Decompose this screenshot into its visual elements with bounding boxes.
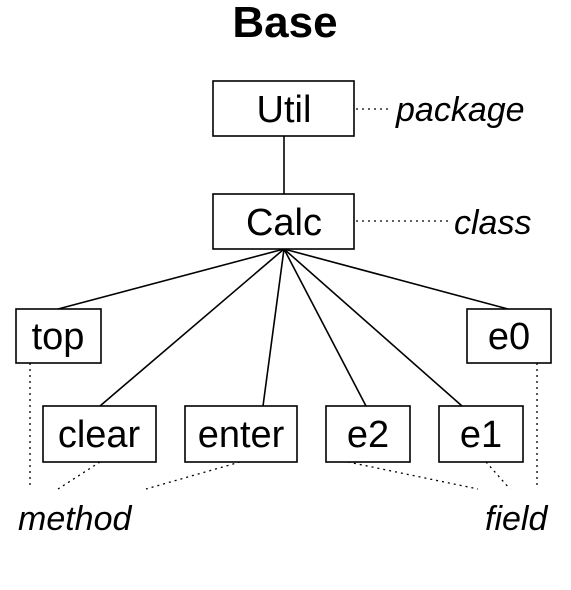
annotation-method: method — [18, 500, 132, 538]
node-clear: clear — [42, 405, 157, 463]
edge-calc-e1 — [283, 248, 463, 407]
node-calc-label: Calc — [246, 202, 322, 244]
edge-calc-enter — [262, 248, 285, 407]
node-top-label: top — [32, 316, 85, 358]
annotation-class: class — [454, 204, 531, 242]
node-e1: e1 — [438, 405, 524, 463]
connector-method-clear — [57, 461, 101, 490]
edge-calc-e0 — [283, 248, 509, 310]
node-enter-label: enter — [198, 414, 285, 456]
node-e2: e2 — [325, 405, 411, 463]
node-calc: Calc — [212, 193, 355, 250]
node-e1-label: e1 — [460, 414, 502, 456]
node-e2-label: e2 — [347, 414, 389, 456]
annotation-field: field — [485, 500, 548, 538]
edge-calc-top — [57, 248, 285, 310]
node-enter: enter — [184, 405, 298, 463]
node-e0: e0 — [466, 308, 552, 364]
connector-field-e1 — [485, 461, 511, 490]
diagram-title: Base — [232, 0, 337, 47]
node-util-label: Util — [257, 89, 312, 131]
connector-field-e2 — [347, 461, 479, 490]
node-top: top — [15, 308, 102, 364]
node-clear-label: clear — [58, 414, 141, 456]
annotation-package: package — [395, 91, 525, 129]
connector-method-enter — [145, 461, 241, 490]
node-util: Util — [212, 80, 355, 137]
edge-calc-e2 — [283, 248, 367, 407]
edge-calc-clear — [99, 248, 285, 407]
node-e0-label: e0 — [488, 316, 530, 358]
